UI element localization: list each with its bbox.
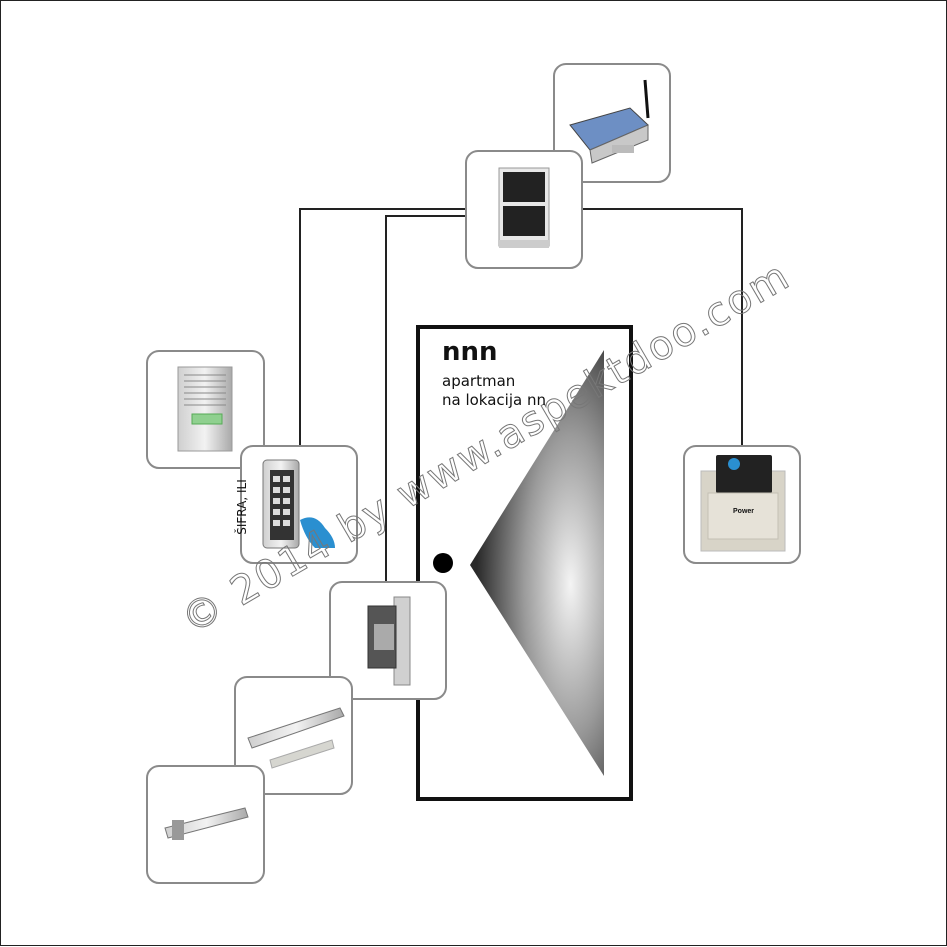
control-panel-card[interactable] <box>465 150 583 269</box>
intercom-card[interactable] <box>146 350 265 469</box>
door-subtitle-1: apartman <box>442 372 516 390</box>
wire-card-switch <box>583 208 743 445</box>
intercom-icon <box>191 413 223 425</box>
gsm-module-card[interactable] <box>553 63 671 183</box>
key-card-icon <box>716 455 772 493</box>
door-subtitle-2: na lokacija nn <box>442 391 546 409</box>
gsm-module-icon <box>612 145 634 153</box>
keypad-label: ŠIFRA, ILI <box>234 479 249 535</box>
drop-bolt-card[interactable] <box>146 765 265 884</box>
maglock-icon <box>269 739 335 769</box>
door-handle-icon <box>433 553 453 573</box>
magnetic-lock-card[interactable] <box>234 676 353 795</box>
drop-bolt-icon <box>172 820 184 840</box>
card-switch-label: Power <box>733 508 755 515</box>
card-switch-card[interactable] <box>683 445 801 564</box>
wire-keypad <box>299 208 465 445</box>
electric-strike-card[interactable] <box>329 581 447 700</box>
panel-icon <box>499 240 549 248</box>
strike-icon <box>374 624 394 650</box>
door-opening-triangle <box>470 350 604 776</box>
door <box>416 325 633 801</box>
wire-strike <box>385 215 465 581</box>
wiring <box>299 208 743 581</box>
keypad-card[interactable] <box>240 445 358 564</box>
door-title: nnn <box>442 337 498 367</box>
hand-touch-icon <box>300 517 335 548</box>
